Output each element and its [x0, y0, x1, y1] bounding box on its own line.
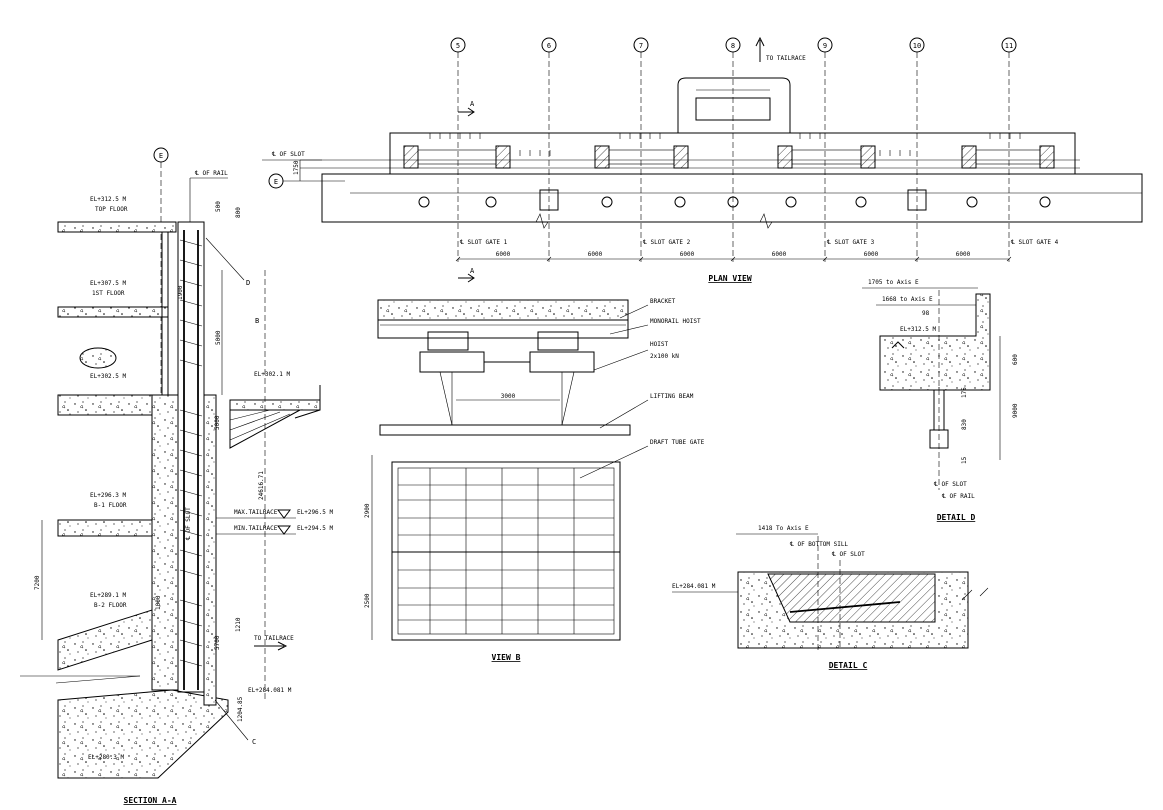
- min-tailrace-label: MIN.TAILRACE: [234, 525, 278, 532]
- dim-label: 6000: [588, 251, 603, 258]
- callout-b: B: [255, 317, 259, 325]
- tailrace-arrow: TO TAILRACE: [755, 36, 806, 62]
- grid-label: 10: [913, 42, 921, 50]
- to-tailrace-label: TO TAILRACE: [254, 635, 294, 642]
- dim-830: 830: [961, 419, 968, 430]
- detail-d: 1705 to Axis E 1668 to Axis E 98 EL+312.…: [862, 279, 1019, 522]
- plan-slot-dim: ℄ OF SLOT 1750: [262, 151, 322, 181]
- detail-c-label: ℄ OF SLOT: [831, 551, 865, 558]
- grid-label: 11: [1005, 42, 1013, 50]
- callout-c: C: [252, 738, 256, 746]
- max-tailrace-el: EL+296.5 M: [297, 509, 334, 516]
- dim-label: 800: [235, 207, 242, 218]
- grid-label: 9: [823, 42, 827, 50]
- plan-structure: [300, 77, 1143, 229]
- slot-gate-label: ℄ SLOT GATE 3: [826, 239, 875, 246]
- rail-label: ℄ OF RAIL: [194, 170, 228, 177]
- dim-label: 5700: [214, 635, 221, 650]
- dim-15: 15: [961, 456, 968, 464]
- detail-c: 1418 To Axis E ℄ OF BOTTOM SILL ℄ OF SLO…: [672, 525, 989, 670]
- section-mark-bottom: A: [470, 267, 475, 275]
- dim-label: 24616.71: [258, 471, 265, 500]
- dim-600: 600: [1012, 354, 1019, 365]
- level-label: EL+280.3 M: [88, 754, 125, 761]
- level-label: EL+302.5 M: [90, 373, 127, 380]
- plan-dimensions: 6000 6000 6000 6000 6000 6000: [455, 251, 1012, 262]
- label-lifting-beam: LIFTING BEAM: [650, 393, 694, 400]
- view-b: 3000 2900 2500 BRACKET MONORAIL HOIST HO…: [364, 298, 705, 662]
- dim-label: 5000: [214, 415, 221, 430]
- section-aa: E ℄ OF RAIL EL+312.5 M TOP FLOOR EL+307.…: [20, 147, 334, 805]
- label-monorail: MONORAIL HOIST: [650, 318, 701, 325]
- plan-grid: 5 6 7 8 9 10 11 E: [268, 37, 1017, 262]
- slot-gate-label: ℄ SLOT GATE 2: [642, 239, 691, 246]
- slot-gate-label: ℄ SLOT GATE 4: [1010, 239, 1059, 246]
- dim-9000: 9000: [1012, 403, 1019, 418]
- level-label: EL+289.1 M: [90, 592, 127, 599]
- detail-d-slot: ℄ OF SLOT: [933, 481, 967, 488]
- floor-label: B-1 FLOOR: [94, 502, 127, 509]
- dim-label: 1210: [235, 617, 242, 632]
- section-mark-top: A: [470, 100, 475, 108]
- slot-label: ℄ OF SLOT: [185, 507, 192, 541]
- dim-label: 500: [215, 201, 222, 212]
- level-label: EL+302.1 M: [254, 371, 291, 378]
- slot-gate-labels: ℄ SLOT GATE 1 ℄ SLOT GATE 2 ℄ SLOT GATE …: [459, 239, 1059, 246]
- dim-label: 1900: [177, 285, 184, 300]
- max-tailrace-label: MAX.TAILRACE: [234, 509, 278, 516]
- dim-175: 175: [961, 387, 968, 398]
- slot-gate-label: ℄ SLOT GATE 1: [459, 239, 508, 246]
- axis-e-label: E: [274, 178, 278, 186]
- view-b-title: VIEW B: [492, 653, 521, 662]
- dim-label: 5000: [215, 330, 222, 345]
- detail-c-label: ℄ OF BOTTOM SILL: [789, 541, 848, 548]
- level-label: EL+312.5 M: [90, 196, 127, 203]
- dim-label: 6000: [772, 251, 787, 258]
- detail-d-el: EL+312.5 M: [900, 326, 937, 333]
- dim-label: 7200: [34, 575, 41, 590]
- dim-label: 6000: [496, 251, 511, 258]
- section-marks: A A: [458, 100, 475, 283]
- grid-label: 7: [639, 42, 643, 50]
- floor-label: 1ST FLOOR: [92, 290, 125, 297]
- floor-label: B-2 FLOOR: [94, 602, 127, 609]
- detail-c-el: EL+284.081 M: [672, 583, 716, 590]
- grid-label: 8: [731, 42, 735, 50]
- dim-label: 6000: [864, 251, 879, 258]
- level-label: EL+284.081 M: [248, 687, 292, 694]
- tailrace-label: TO TAILRACE: [766, 55, 806, 62]
- section-title: SECTION A-A: [124, 796, 177, 805]
- dim-2900: 2900: [364, 503, 371, 518]
- detail-d-label: 1705 to Axis E: [868, 279, 919, 286]
- dim-label: 1204.85: [237, 696, 244, 722]
- label-draft-tube-gate: DRAFT TUBE GATE: [650, 439, 705, 446]
- detail-c-label: 1418 To Axis E: [758, 525, 809, 532]
- dim-1750: 1750: [293, 160, 300, 175]
- min-tailrace-el: EL+294.5 M: [297, 525, 334, 532]
- dim-label: 6000: [956, 251, 971, 258]
- detail-d-title: DETAIL D: [937, 513, 976, 522]
- detail-d-label: 98: [922, 310, 930, 317]
- level-label: EL+296.3 M: [90, 492, 127, 499]
- label-hoist: HOIST: [650, 341, 668, 348]
- plan-view-title: PLAN VIEW: [708, 274, 752, 283]
- slot-label: ℄ OF SLOT: [271, 151, 305, 158]
- detail-c-title: DETAIL C: [829, 661, 868, 670]
- plan-view: 5 6 7 8 9 10 11 E TO TAILRACE: [262, 36, 1143, 283]
- grid-label: 5: [456, 42, 460, 50]
- dim-label: 1000: [155, 595, 162, 610]
- detail-d-label: 1668 to Axis E: [882, 296, 933, 303]
- floor-label: TOP FLOOR: [95, 206, 128, 213]
- axis-e-label: E: [159, 152, 163, 160]
- label-bracket: BRACKET: [650, 298, 676, 305]
- level-label: EL+307.5 M: [90, 280, 127, 287]
- detail-d-rail: ℄ OF RAIL: [941, 493, 975, 500]
- dim-label: 6000: [680, 251, 695, 258]
- grid-label: 6: [547, 42, 551, 50]
- label-capacity: 2x100 kN: [650, 353, 679, 360]
- dim-2500: 2500: [364, 593, 371, 608]
- dim-3000: 3000: [501, 393, 516, 400]
- callout-d: D: [246, 279, 250, 287]
